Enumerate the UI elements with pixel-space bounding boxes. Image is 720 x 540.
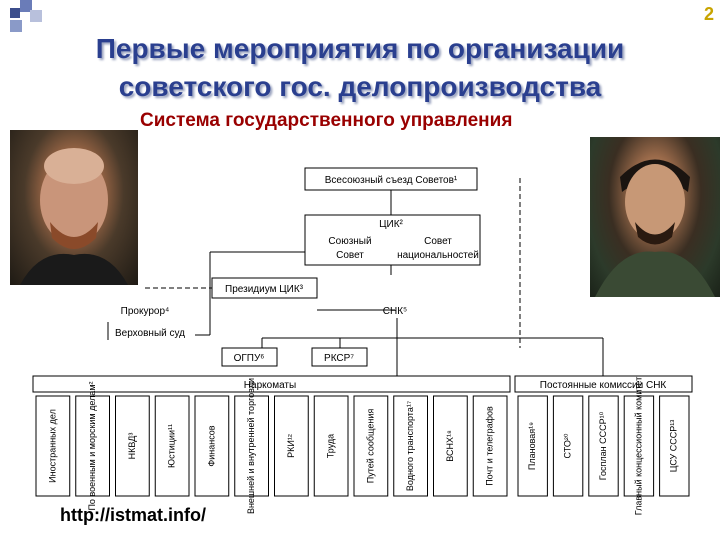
commissariat-box <box>274 395 309 497</box>
tsik-label: ЦИК² <box>379 219 403 230</box>
commissariat-label: Внешней и внутренней торговли <box>246 378 256 514</box>
commissariat-label: Иностранных дел <box>47 409 57 483</box>
commissariat-box <box>115 395 150 497</box>
portrait-right-art <box>595 159 715 297</box>
commissariat-label: Финансов <box>206 425 216 466</box>
commissariat-label: Юстиции¹¹ <box>167 424 177 468</box>
rkp-label: РКСР⁷ <box>324 353 354 364</box>
ogpu-box <box>221 347 278 367</box>
commissariat-box <box>313 395 349 497</box>
commission-box <box>552 395 584 497</box>
commissariat-box <box>433 395 468 497</box>
commission-label: ЦСУ СССР¹³ <box>669 420 679 473</box>
commissariat-box <box>194 395 230 497</box>
ogpu-label: ОГПУ⁶ <box>234 353 265 364</box>
commissariat-box <box>472 395 508 497</box>
presidium-label: Президиум ЦИК³ <box>225 284 304 295</box>
commissions-label: Постоянные комиссии СНК <box>540 380 667 391</box>
portrait-right <box>590 137 720 297</box>
commissariat-box <box>35 395 71 497</box>
commissariat-label: НКВД³ <box>127 433 137 460</box>
slide-subtitle: Система государственного управления <box>140 110 513 131</box>
commission-label: Главный концессионный комитет <box>633 377 643 516</box>
commissariat-box <box>393 395 428 497</box>
commission-box <box>517 395 548 497</box>
commissariat-label: Труда <box>326 434 336 458</box>
commission-box <box>659 395 690 497</box>
supreme-court-label: Верховный суд <box>115 328 185 339</box>
title-line-2: советского гос. делопроизводства <box>118 71 602 102</box>
commissariat-box <box>154 395 190 497</box>
portrait-left <box>10 130 138 285</box>
commission-box <box>588 395 619 497</box>
commissions-box <box>514 375 693 393</box>
soviet-union-label-1: Союзный <box>328 236 371 247</box>
commission-label: Плановая¹⁹ <box>527 422 537 470</box>
commissariat-columns: Иностранных дел По военным и морским дела… <box>35 378 508 514</box>
commissariat-box <box>234 395 269 497</box>
slide-title: Первые мероприятия по организации советс… <box>40 30 680 106</box>
commission-label: СТО²⁰ <box>562 433 572 458</box>
source-url[interactable]: http://istmat.info/ <box>60 505 206 525</box>
narkomaty-label: Наркоматы <box>244 380 296 391</box>
soviet-union-label-2: Совет <box>336 250 364 261</box>
commissariat-label: Путей сообщения <box>365 409 375 484</box>
soviet-nat-label-1: Совет <box>424 236 452 247</box>
commissariat-box <box>353 395 389 497</box>
narkomaty-box <box>32 375 511 393</box>
commissariat-label: Почт и телеграфов <box>485 406 495 486</box>
commission-columns: Плановая¹⁹ СТО²⁰ Госплан СССР¹⁰ Главный кон… <box>517 377 690 516</box>
commissariat-label: По военным и морским делам² <box>87 381 97 510</box>
title-line-1: Первые мероприятия по организации <box>95 33 625 64</box>
portrait-left-art <box>20 148 128 285</box>
prokuror-label: Прокурор⁴ <box>121 306 170 317</box>
congress-label: Всесоюзный съезд Советов¹ <box>325 175 458 186</box>
commissariat-label: Водного транспорта¹⁷ <box>405 401 415 491</box>
slide-number: 2 <box>703 4 714 24</box>
soviet-nat-label-2: национальностей <box>397 250 479 261</box>
commissariat-label: РКИ¹² <box>286 434 296 458</box>
commission-box <box>623 395 655 497</box>
commissariat-box <box>75 395 110 497</box>
rkp-box <box>311 347 368 367</box>
tsik-box <box>304 214 481 266</box>
commission-label: Госплан СССР¹⁰ <box>598 411 608 480</box>
commissariat-label: ВСНХ¹⁸ <box>445 430 455 462</box>
snk-label: СНК⁵ <box>383 306 407 317</box>
